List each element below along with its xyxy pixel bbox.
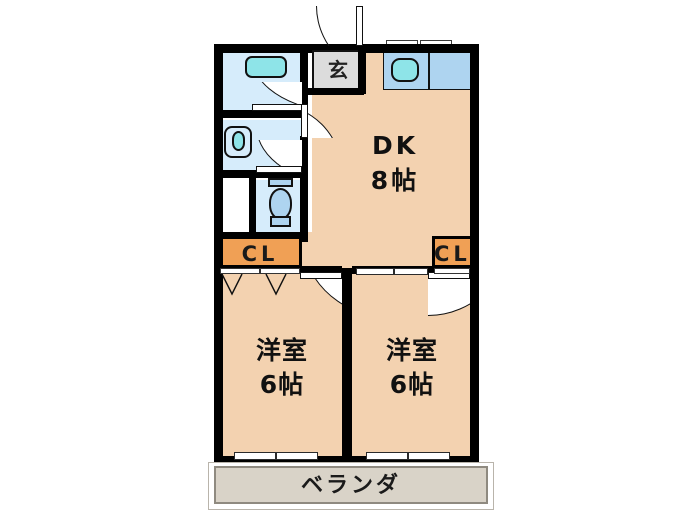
entrance-floor — [312, 50, 364, 92]
room-right-label-line1: 洋室 — [385, 336, 438, 365]
room-right-label-line2: 6帖 — [389, 370, 435, 399]
washbasin-bowl — [232, 131, 245, 151]
partition-wall-between-rooms — [342, 268, 352, 464]
bathtub — [245, 56, 287, 78]
exterior-wall-bottom — [214, 456, 479, 465]
bathroom-door-leaf[interactable] — [252, 104, 302, 111]
veranda-sliding-door-right-b[interactable] — [408, 452, 450, 460]
closet-left-door-swing-marks — [221, 274, 287, 296]
room-left-label-line1: 洋室 — [255, 336, 308, 365]
closet-left-label: CL — [241, 242, 279, 266]
partition-wall-wash-toilet — [214, 170, 306, 178]
exterior-wall-top-left — [214, 44, 312, 53]
entrance-wall-bottom — [306, 88, 364, 95]
partition-wall-wetzone-dk-2 — [300, 136, 308, 242]
veranda-sliding-door-left-a[interactable] — [234, 452, 276, 460]
room-right-sliding-door[interactable] — [356, 268, 394, 275]
washroom-inner-door-leaf[interactable] — [256, 166, 302, 173]
veranda-sliding-door-right-a[interactable] — [366, 452, 408, 460]
closet-left-door-panel-2[interactable] — [260, 268, 300, 274]
veranda-sliding-door-left-b[interactable] — [276, 452, 318, 460]
partition-wall-wetzone-bottom — [214, 232, 308, 239]
entrance-door-leaf[interactable] — [356, 6, 363, 46]
closet-right-label: CL — [434, 243, 471, 266]
room-right-sliding-door-2[interactable] — [394, 268, 428, 275]
partition-wall-storage-toilet — [249, 176, 256, 238]
room-left-door-swing[interactable] — [300, 272, 342, 316]
exterior-wall-right — [470, 44, 479, 464]
veranda-floor — [214, 466, 488, 504]
toilet-tank — [268, 178, 293, 187]
room-left-door-leaf[interactable] — [300, 272, 342, 279]
veranda-label: ベランダ — [300, 473, 401, 498]
entrance-header-wall — [312, 44, 364, 50]
entrance-door-swing[interactable] — [316, 6, 362, 46]
entrance-label: 玄 — [328, 58, 348, 82]
entrance-wall-right — [358, 44, 366, 94]
room-left-floor — [222, 272, 342, 458]
exterior-wall-left — [214, 44, 223, 464]
room-left-label-line2: 6帖 — [259, 370, 305, 399]
room-right-door-swing[interactable] — [428, 272, 470, 316]
dining-kitchen-label-line2: 8帖 — [370, 166, 420, 195]
exterior-wall-top-right — [364, 44, 479, 53]
closet-left-door-panel-1[interactable] — [220, 268, 260, 274]
kitchen-counter-divider — [428, 52, 430, 90]
washroom-door-leaf[interactable] — [301, 104, 308, 138]
toilet-base — [270, 216, 291, 227]
washroom-door-swing[interactable] — [308, 104, 342, 138]
storage-floor — [222, 180, 252, 236]
closet-right-clip-mask — [478, 234, 492, 272]
partition-wall-bath-wash — [214, 110, 306, 118]
dining-kitchen-label-line1: DK — [371, 131, 419, 160]
partition-wall-wetzone-dk — [300, 44, 308, 104]
kitchen-sink — [391, 58, 419, 82]
closet-right-door-panel[interactable] — [434, 268, 470, 274]
